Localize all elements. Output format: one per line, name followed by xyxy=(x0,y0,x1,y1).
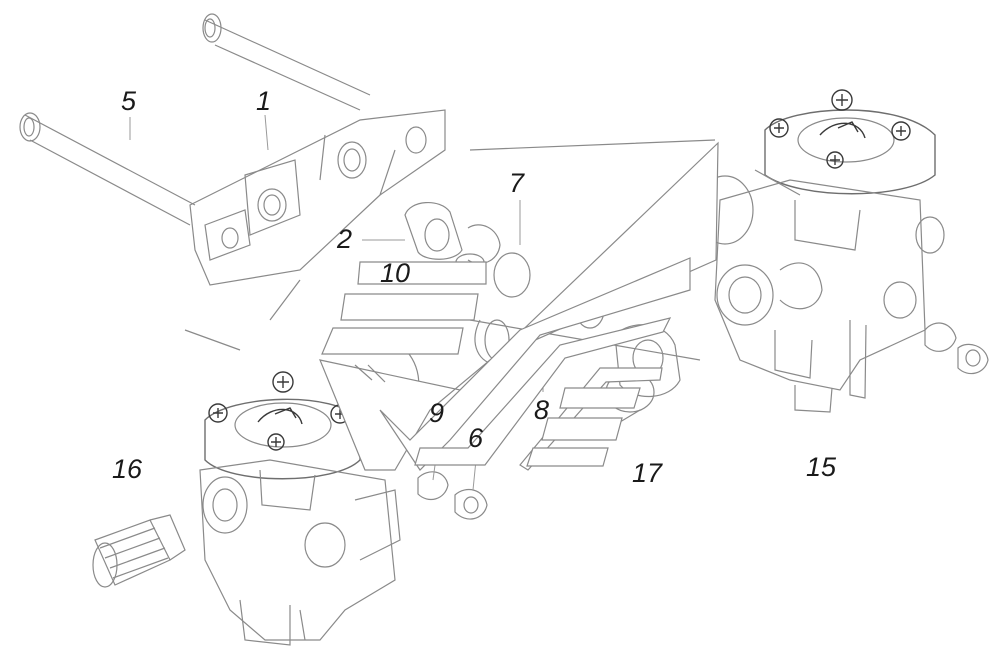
callout-17: 17 xyxy=(632,458,663,488)
bracket-rail-part xyxy=(19,13,446,351)
callout-2: 2 xyxy=(337,224,353,254)
chevron-band-middle xyxy=(379,257,691,471)
chevron-band-lower xyxy=(414,317,672,466)
callout-8: 8 xyxy=(534,395,550,425)
callout-7: 7 xyxy=(509,168,525,198)
callout-6: 6 xyxy=(468,423,484,453)
valve-assembly-part-15 xyxy=(714,89,989,413)
callout-10: 10 xyxy=(380,258,411,288)
callout-5: 5 xyxy=(121,86,137,116)
callout-1: 1 xyxy=(256,86,272,116)
label-strip-group xyxy=(319,141,719,471)
label-box-2 xyxy=(541,417,623,441)
callout-9: 9 xyxy=(429,398,445,428)
label-strip-3 xyxy=(321,327,464,355)
label-strip-1 xyxy=(357,261,487,285)
label-strip-2 xyxy=(340,293,479,321)
valve-assembly-part-16 xyxy=(92,371,488,646)
label-box-1 xyxy=(559,387,641,409)
label-box-3 xyxy=(526,447,609,467)
callout-15: 15 xyxy=(806,452,837,482)
callout-16: 16 xyxy=(112,454,143,484)
